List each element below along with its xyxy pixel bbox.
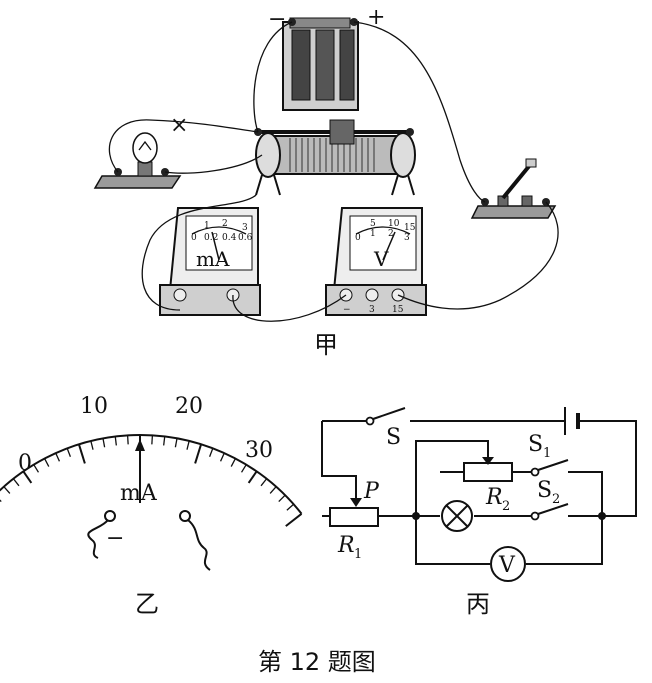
switch-S1 (530, 459, 569, 477)
scale-tick (90, 440, 94, 450)
mA-upper-tick-2: 2 (222, 219, 228, 229)
lamp-symbol (441, 500, 473, 532)
panel-yi: 0 10 20 30 mA − 乙 (0, 394, 303, 618)
panel-label-bing: 丙 (466, 590, 490, 618)
panel-bing: S R 2 S 1 S 2 (321, 407, 637, 618)
yi-tick-30: 30 (245, 438, 273, 463)
V-tick-0: 0 (355, 233, 361, 243)
R1-slider-arrow (350, 498, 362, 507)
knife-switch (470, 158, 557, 219)
label-S2: S (537, 478, 552, 503)
V-terminal-15: 15 (392, 305, 404, 315)
scale-tick (278, 494, 286, 503)
voltmeter-symbol-label: V (498, 553, 516, 578)
mA-upper-tick-1: 1 (204, 221, 210, 231)
scale-tick (126, 435, 129, 445)
figure-caption: 第 12 题图 (258, 648, 376, 676)
yi-unit-label: mA (120, 481, 158, 506)
scale-tick (44, 458, 50, 467)
label-R2: R (485, 485, 503, 510)
label-R1-sub: 1 (354, 547, 362, 562)
scale-tick (208, 448, 214, 458)
scale-tick (240, 464, 247, 473)
mA-tick-0.4: 0.4 (222, 233, 237, 243)
milliammeter (159, 207, 261, 316)
panel-jia: − + (93, 5, 559, 359)
scale-tick (163, 436, 166, 446)
bing-wires (321, 420, 637, 565)
label-R2-sub: 2 (502, 499, 510, 514)
battery (282, 17, 359, 111)
scale-tick (33, 464, 40, 473)
label-R1: R (337, 533, 355, 558)
switch-S (365, 407, 406, 426)
label-S: S (386, 425, 401, 450)
label-S1-sub: 1 (543, 446, 551, 461)
scale-tick (286, 503, 295, 511)
scale-tick (12, 478, 20, 487)
yi-terminals (87, 510, 211, 571)
V-upper-tick-15: 15 (404, 223, 416, 233)
scale-tick (3, 486, 11, 494)
mA-scale-arc (0, 434, 303, 527)
resistor-R2 (463, 462, 513, 482)
wires-jia (108, 21, 559, 322)
battery-plus-label: + (367, 5, 385, 30)
label-P: P (363, 479, 380, 504)
panel-label-yi: 乙 (135, 590, 159, 618)
yi-tick-20: 20 (175, 394, 203, 419)
scale-tick (102, 438, 106, 448)
mA-tick-0.6: 0.6 (238, 233, 253, 243)
scale-tick (285, 513, 303, 527)
scale-tick (55, 452, 61, 462)
V-upper-tick-5: 5 (370, 219, 376, 229)
voltmeter-label: V (373, 247, 389, 271)
V-tick-3: 3 (404, 233, 410, 243)
scale-arc-line (0, 434, 303, 515)
V-terminal-3: 3 (369, 305, 375, 315)
scale-tick (77, 444, 86, 464)
scale-tick (269, 486, 277, 494)
yi-terminal-minus: − (106, 526, 124, 551)
removed-wire-mark: × (170, 113, 188, 138)
scale-tick (174, 438, 178, 448)
yi-tick-10: 10 (80, 394, 108, 419)
V-terminal-minus: − (343, 305, 351, 315)
V-tick-2: 2 (388, 229, 394, 239)
scale-tick (247, 470, 258, 484)
switch-S2 (530, 503, 569, 521)
mA-tick-0: 0 (191, 233, 197, 243)
scale-tick (151, 435, 154, 445)
sliding-rheostat (254, 119, 416, 196)
scale-tick (260, 478, 268, 487)
scale-tick (66, 448, 72, 458)
voltmeter-symbol (490, 546, 526, 582)
scale-tick (22, 470, 33, 484)
mA-tick-0.2: 0.2 (204, 233, 218, 243)
V-upper-tick-10: 10 (388, 219, 400, 229)
scale-tick (230, 458, 236, 467)
scale-tick (0, 499, 2, 503)
battery-cell (564, 407, 580, 435)
scale-tick (194, 444, 203, 464)
scale-tick (114, 436, 117, 446)
yi-tick-0: 0 (18, 451, 32, 476)
label-S2-sub: 2 (552, 492, 560, 507)
milliammeter-label: mA (196, 247, 230, 271)
scale-tick (186, 440, 190, 450)
mA-upper-tick-3: 3 (242, 223, 248, 233)
V-tick-1: 1 (370, 229, 376, 239)
scale-tick (219, 452, 225, 462)
mA-pointer-arrowhead (135, 439, 145, 451)
R2-slider-arrow (482, 457, 494, 465)
resistor-R1 (329, 507, 379, 527)
label-S1: S (528, 432, 543, 457)
battery-minus-label: − (268, 7, 286, 32)
light-bulb (93, 132, 182, 189)
panel-label-jia: 甲 (314, 331, 338, 359)
junction-left (412, 512, 420, 520)
junction-right (598, 512, 606, 520)
